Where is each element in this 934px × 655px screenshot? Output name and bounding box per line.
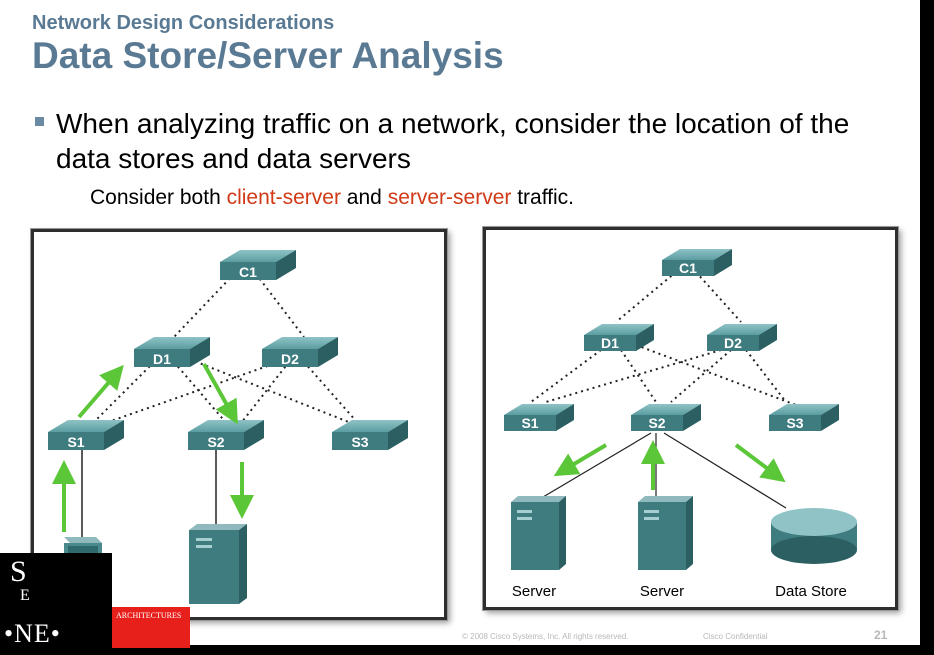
server-caption: Server <box>640 583 684 600</box>
section-title: Network Design Considerations <box>32 12 335 34</box>
sub-suffix: traffic. <box>511 186 575 209</box>
server-icon <box>638 496 693 570</box>
server-server-term: server-server <box>387 186 512 209</box>
server-icon <box>511 496 566 570</box>
logo-ne: •NE• <box>4 619 61 648</box>
data-store-icon <box>771 508 857 564</box>
switch-label: S2 <box>648 415 665 431</box>
switch-s3: S3 <box>769 404 839 431</box>
confidential-text: Cisco Confidential <box>703 632 768 641</box>
logo-black-block: S E •NE• <box>0 553 112 648</box>
switch-label: S3 <box>351 434 368 450</box>
copyright-text: © 2008 Cisco Systems, Inc. All rights re… <box>462 632 629 641</box>
page-number: 21 <box>874 628 888 642</box>
switch-c1: C1 <box>662 249 732 276</box>
switch-d1: D1 <box>584 324 654 351</box>
switch-label: S1 <box>521 415 538 431</box>
logo-letter-e: E <box>20 587 30 604</box>
server-caption: Server <box>512 583 556 600</box>
switch-label: S1 <box>67 434 84 450</box>
switch-label: S3 <box>786 415 803 431</box>
switch-label: C1 <box>239 264 257 280</box>
switch-d2: D2 <box>707 324 777 351</box>
server-icon <box>189 524 247 604</box>
switch-d2: D2 <box>262 337 338 367</box>
server-server-diagram: C1 D1 D2 S1 <box>483 227 898 610</box>
switch-s1: S1 <box>504 404 574 431</box>
bullet-marker <box>35 117 44 126</box>
slide: Network Design Considerations Data Store… <box>0 0 920 645</box>
bullet-text: When analyzing traffic on a network, con… <box>56 108 850 174</box>
switch-label: D1 <box>153 351 171 367</box>
switch-c1: C1 <box>220 250 296 280</box>
switch-d1: D1 <box>134 337 210 367</box>
logo-red-block: ARCHITECTURES <box>112 607 190 648</box>
switch-label: S2 <box>207 434 224 450</box>
logo-tagline: ARCHITECTURES <box>116 611 182 620</box>
page-title: Data Store/Server Analysis <box>32 35 504 76</box>
switch-s2: S2 <box>188 420 264 450</box>
sub-middle: and <box>340 186 388 209</box>
switch-s3: S3 <box>332 420 408 450</box>
switch-label: C1 <box>679 260 697 276</box>
logo-letter-s: S <box>10 555 27 588</box>
sub-prefix: Consider both <box>90 186 227 209</box>
client-server-term: client-server <box>226 186 341 209</box>
data-store-caption: Data Store <box>775 583 847 600</box>
switch-label: D2 <box>724 335 742 351</box>
switch-s2: S2 <box>631 404 701 431</box>
switch-label: D2 <box>281 351 299 367</box>
switch-s1: S1 <box>48 420 124 450</box>
logo: S E •NE• ARCHITECTURES <box>0 553 190 648</box>
switch-label: D1 <box>601 335 619 351</box>
sub-bullet: Consider both client-server and server-s… <box>90 186 574 210</box>
